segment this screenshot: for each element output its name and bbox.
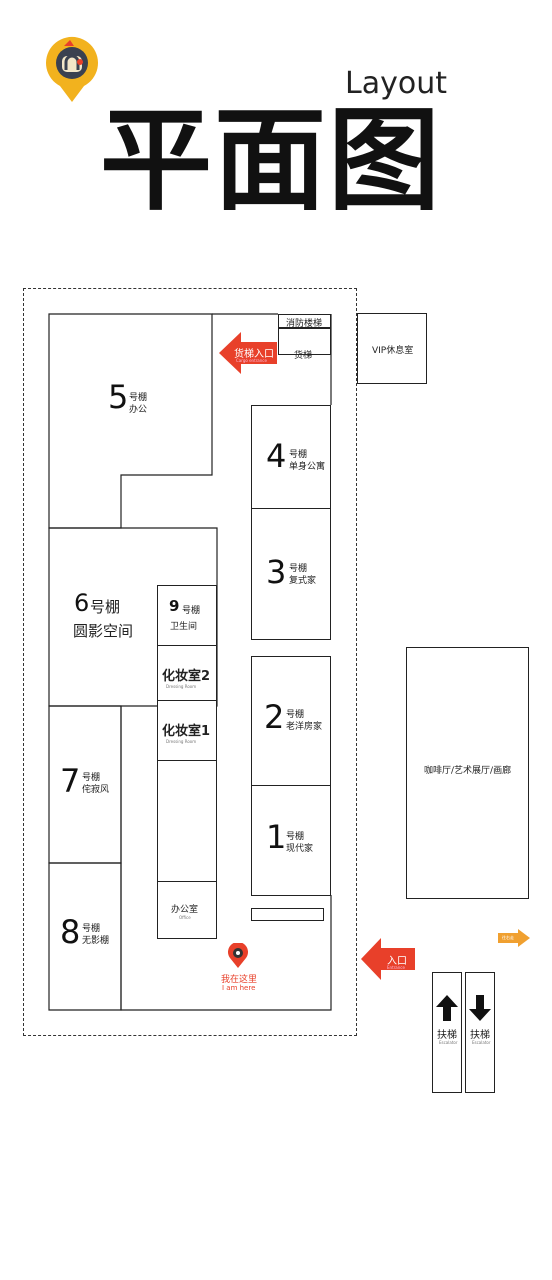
studio3-label: 号棚 [289,564,308,574]
freight-elevator [278,328,331,355]
makeup-room-2 [157,645,217,701]
studio6-number: 6 [74,589,90,617]
entrance-label: 入口 [387,956,407,967]
studio1 [251,785,331,896]
studio4-number: 4 [266,437,287,475]
studio7-number: 7 [60,762,81,800]
freight-entrance-arrow [219,332,277,374]
cafe-gallery [406,647,529,899]
makeup1-en: Dressing Room [166,739,197,744]
direction-arrow [498,929,530,947]
makeup2-en: Dressing Room [166,684,197,689]
studio3-sub: 复式家 [289,576,317,586]
studio2 [251,656,331,786]
escalator-up [432,972,462,1093]
location-pin-icon [228,943,248,968]
studio2-sub: 老洋房家 [286,722,323,732]
freight-entrance-label: 货梯入口 [234,349,274,360]
studio4-label: 号棚 [289,450,308,460]
direction-arrow-label: 往右走 [502,935,514,940]
arrow-up-icon [436,995,458,1021]
studio8-number: 8 [60,913,81,951]
studio1-sub: 现代家 [286,844,314,854]
studio5-sub: 办公 [129,405,148,415]
studio5-label: 号棚 [129,393,148,403]
freight-entrance-en: Cargo entrance [236,358,267,363]
makeup-room-1 [157,700,217,761]
studio5-number: 5 [108,378,129,416]
layout-subtitle: Layout [345,66,447,101]
studio2-number: 2 [264,698,285,736]
escalator-up-label: 扶梯 [437,1030,457,1041]
studio9-label: 号棚 [182,606,201,616]
freight-elevator-label: 货梯 [294,351,313,361]
studio9-sub: 卫生间 [170,622,198,632]
studio9 [157,585,217,646]
studio7-sub: 侘寂风 [82,785,110,795]
escalator-down-en: Escalator [472,1040,491,1045]
office-label: 办公室 [171,905,199,915]
escalator-down-label: 扶梯 [470,1030,490,1041]
vip-lounge [357,313,427,384]
studio2-label: 号棚 [286,710,305,720]
fire-stairs-label: 消防楼梯 [286,319,323,329]
cafe-label: 咖啡厅/艺术展厅/画廊 [424,766,512,776]
fire-stairs [278,314,331,328]
storage-room [157,760,217,882]
studio9-number: 9 [169,597,180,615]
studio6-sub: 圆影空间 [73,622,134,640]
here-en: I am here [222,984,256,992]
entrance-arrow [361,938,415,980]
escalator-down [465,972,495,1093]
here-label: 我在这里 [221,975,258,985]
studio3 [251,508,331,640]
studio3-number: 3 [266,553,287,591]
studio8-sub: 无影棚 [82,936,110,946]
studio7-label: 号棚 [82,773,101,783]
office-en: Office [179,915,191,920]
office [157,881,217,939]
counter [251,908,324,921]
studio8-label: 号棚 [82,924,101,934]
mascot-logo [44,36,100,104]
vip-lounge-label: VIP休息室 [372,346,414,356]
makeup1-label: 化妆室1 [162,724,211,739]
studio4-sub: 单身公寓 [289,462,326,472]
escalator-up-en: Escalator [439,1040,458,1045]
studio1-number: 1 [266,818,287,856]
studio6-label: 号棚 [90,598,121,616]
page-title: 平面图 [100,96,442,226]
arrow-down-icon [469,995,491,1021]
entrance-en: Entrance [387,965,405,970]
studio4 [251,405,331,509]
studio1-label: 号棚 [286,832,305,842]
floor-boundary [23,288,357,1036]
makeup2-label: 化妆室2 [162,669,211,684]
